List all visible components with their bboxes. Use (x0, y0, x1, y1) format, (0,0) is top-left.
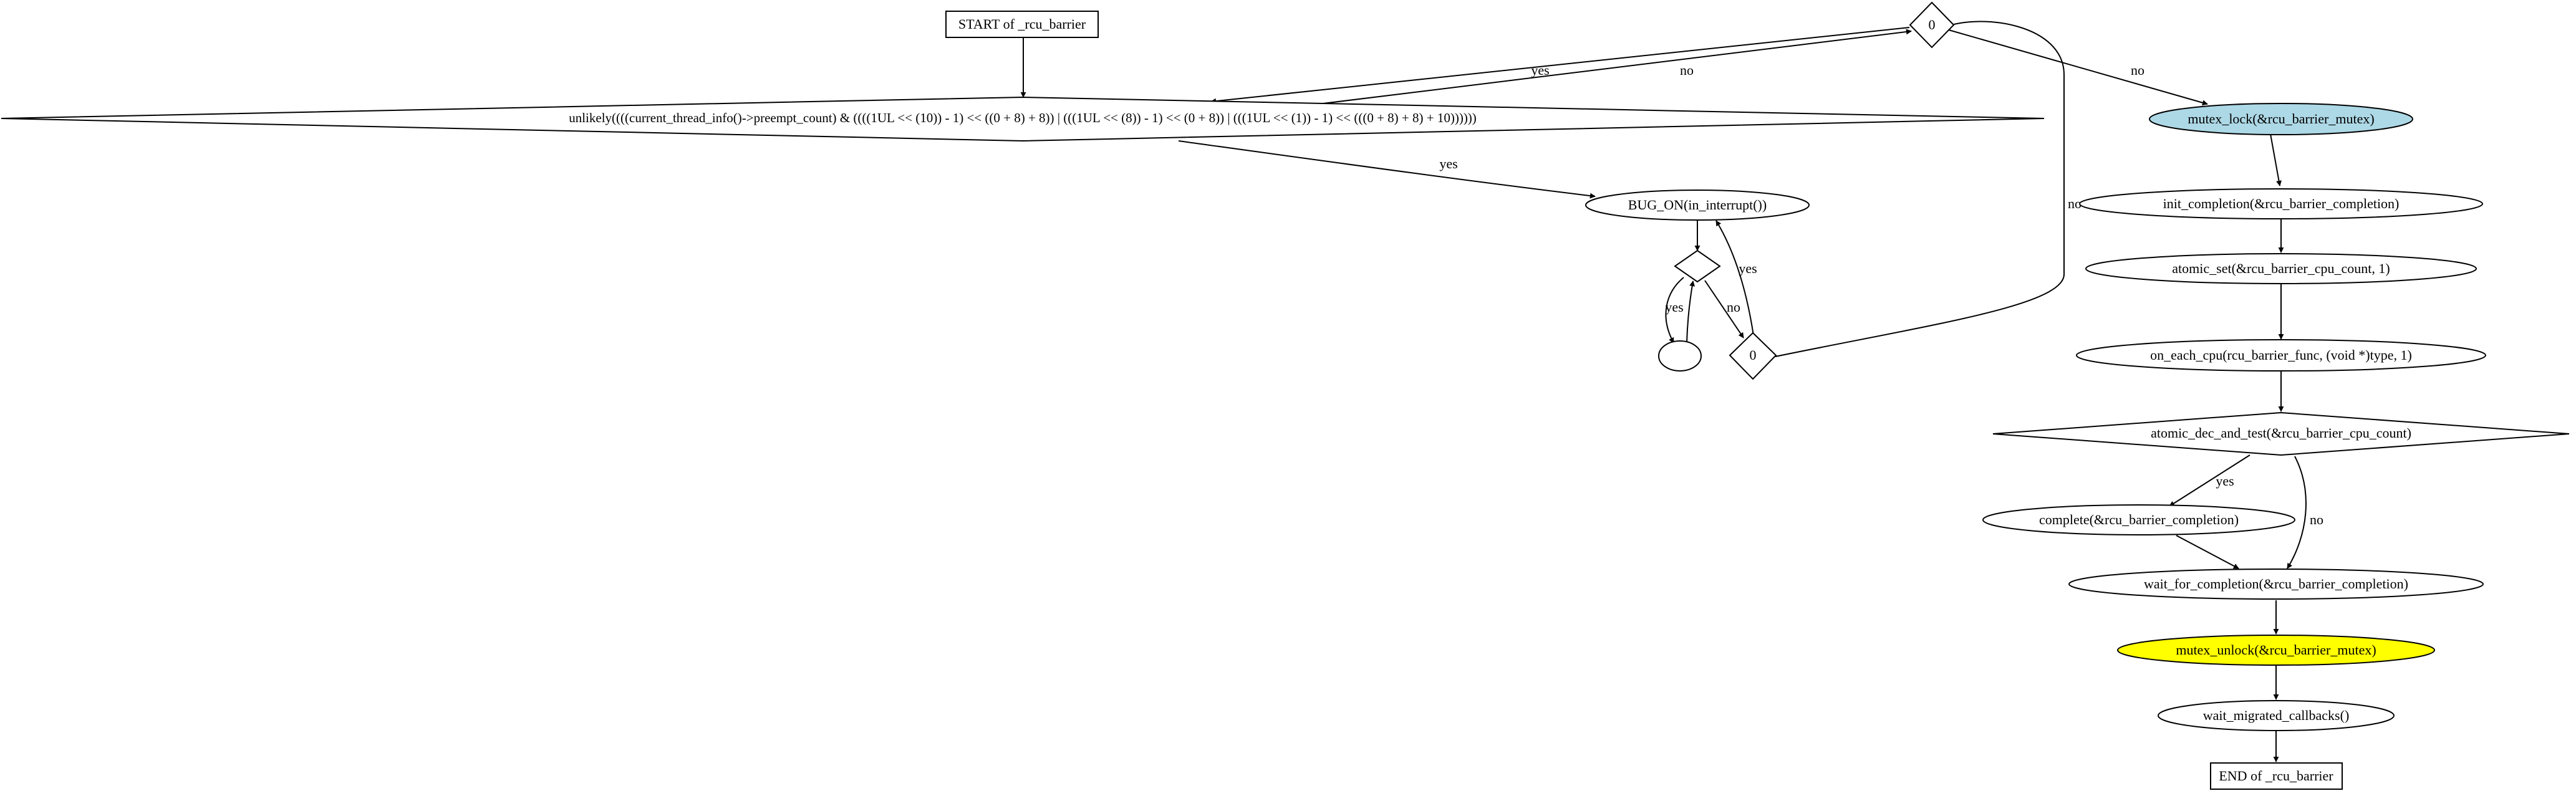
node-diamond-zero: 0 (1729, 332, 1777, 380)
edge-label-cond-to-bug: yes (1439, 156, 1457, 171)
node-end: END of _rcu_barrier (2210, 762, 2343, 790)
edge-mid-to-loop (1665, 277, 1684, 343)
edge-label-top-to-lock: no (2131, 62, 2144, 78)
node-atomic-dec-label: atomic_dec_and_test(&rcu_barrier_cpu_cou… (2151, 425, 2411, 441)
node-loop-ellipse (1658, 340, 1702, 372)
edge-zero-to-top (1775, 21, 2065, 357)
node-diamond-mid (1674, 249, 1721, 283)
node-wait-completion: wait_for_completion(&rcu_barrier_complet… (2068, 568, 2484, 600)
node-cond-preempt: unlikely((((current_thread_info()->preem… (1, 96, 2045, 142)
edge-top-to-lock (1948, 29, 2208, 106)
node-cond-preempt-label: unlikely((((current_thread_info()->preem… (569, 110, 1477, 125)
node-wait-completion-label: wait_for_completion(&rcu_barrier_complet… (2144, 576, 2408, 592)
node-complete-shape (1982, 504, 2295, 535)
node-init-completion: init_completion(&rcu_barrier_completion) (2079, 188, 2483, 219)
node-on-each-cpu-shape (2076, 339, 2486, 372)
node-diamond-mid-shape (1674, 249, 1721, 283)
edge-dec-to-wait (2287, 456, 2307, 569)
node-start-shape (945, 11, 1099, 38)
node-mutex-lock-label: mutex_lock(&rcu_barrier_mutex) (2188, 111, 2374, 127)
node-cond-preempt-shape (1, 96, 2045, 142)
node-end-label: END of _rcu_barrier (2219, 768, 2333, 784)
node-atomic-set-label: atomic_set(&rcu_barrier_cpu_count, 1) (2172, 261, 2390, 276)
node-wait-migrated-shape (2158, 700, 2395, 731)
edge-label-zero-to-top: no (2068, 196, 2082, 211)
node-diamond-top-shape (1909, 1, 1955, 49)
edge-label-zero-to-bug: yes (1739, 261, 1757, 276)
node-mutex-unlock: mutex_unlock(&rcu_barrier_mutex) (2117, 635, 2435, 666)
node-diamond-zero-label: 0 (1750, 347, 1757, 363)
node-wait-migrated: wait_migrated_callbacks() (2158, 700, 2395, 731)
node-mutex-unlock-shape (2117, 635, 2435, 666)
node-atomic-dec-shape (1992, 411, 2570, 456)
node-mutex-unlock-label: mutex_unlock(&rcu_barrier_mutex) (2176, 642, 2376, 658)
node-complete-label: complete(&rcu_barrier_completion) (2039, 512, 2239, 527)
node-complete: complete(&rcu_barrier_completion) (1982, 504, 2295, 535)
edge-lock-to-init (2270, 133, 2282, 186)
edge-label-cond-to-top: no (1680, 62, 1694, 78)
edge-label-dec-to-wait: no (2310, 512, 2323, 527)
node-diamond-zero-shape (1729, 332, 1777, 380)
edge-mid-to-zero (1704, 280, 1744, 338)
edge-label-mid-to-loop: yes (1665, 299, 1683, 315)
node-mutex-lock: mutex_lock(&rcu_barrier_mutex) (2149, 103, 2413, 135)
node-diamond-top: 0 (1909, 1, 1955, 49)
node-mutex-lock-shape (2149, 103, 2413, 135)
node-start-label: START of _rcu_barrier (958, 16, 1086, 32)
node-end-shape (2210, 762, 2343, 790)
node-on-each-cpu-label: on_each_cpu(rcu_barrier_func, (void *)ty… (2150, 347, 2412, 363)
node-atomic-set-shape (2085, 253, 2477, 284)
edge-label-top-to-cond: yes (1531, 62, 1549, 78)
node-diamond-top-label: 0 (1929, 17, 1936, 32)
edge-cond-to-bug (1178, 140, 1596, 199)
edge-loop-to-mid (1686, 281, 1696, 343)
edge-labels: yes no no yes yes no yes no yes no (1439, 62, 2323, 527)
edge-dec-to-complete (2169, 454, 2250, 507)
node-loop-ellipse-shape (1658, 340, 1702, 372)
node-init-completion-shape (2079, 188, 2483, 219)
edges (1020, 21, 2307, 762)
node-start: START of _rcu_barrier (945, 11, 1099, 38)
node-atomic-set: atomic_set(&rcu_barrier_cpu_count, 1) (2085, 253, 2477, 284)
edge-label-mid-to-zero: no (1727, 299, 1740, 315)
edge-label-dec-to-complete: yes (2216, 473, 2234, 489)
node-atomic-dec: atomic_dec_and_test(&rcu_barrier_cpu_cou… (1992, 411, 2570, 456)
node-init-completion-label: init_completion(&rcu_barrier_completion) (2163, 196, 2400, 211)
edge-top-to-cond (1210, 27, 1910, 104)
edge-zero-to-bug (1715, 220, 1754, 336)
node-wait-migrated-label: wait_migrated_callbacks() (2203, 707, 2350, 723)
node-wait-completion-shape (2068, 568, 2484, 600)
edge-cond-to-top (1247, 29, 1912, 113)
node-bug-on: BUG_ON(in_interrupt()) (1585, 189, 1810, 221)
node-bug-on-shape (1585, 189, 1810, 221)
edge-complete-to-wait (2176, 535, 2239, 569)
node-bug-on-label: BUG_ON(in_interrupt()) (1628, 197, 1767, 213)
node-on-each-cpu: on_each_cpu(rcu_barrier_func, (void *)ty… (2076, 339, 2486, 372)
